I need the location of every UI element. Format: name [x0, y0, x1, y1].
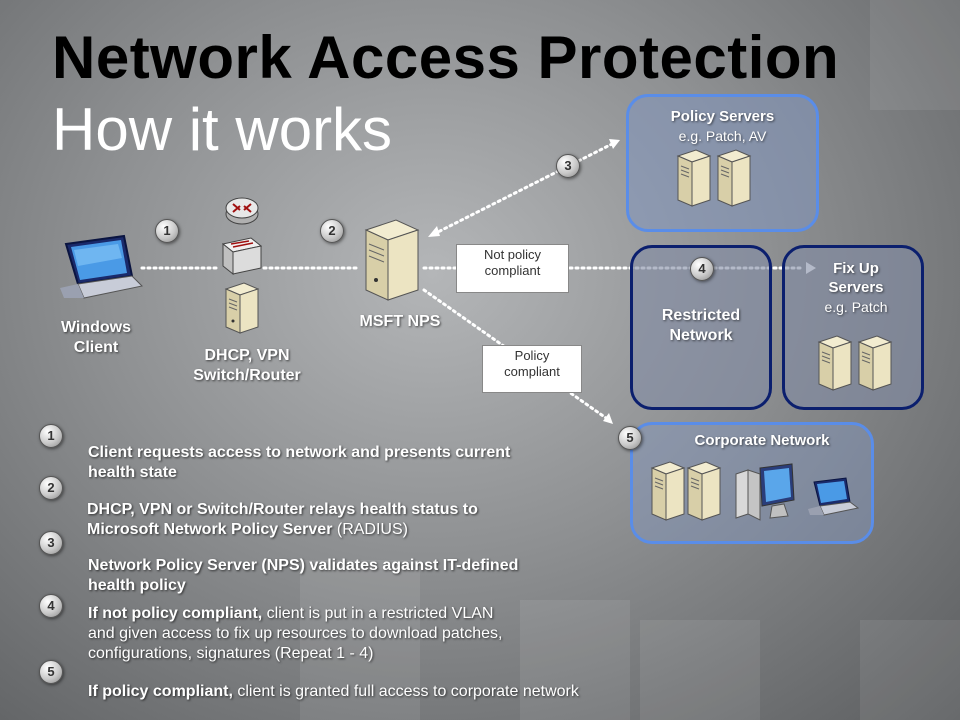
policy-servers-title: Policy Servers [670, 108, 775, 125]
compliant-text: Policy compliant [504, 348, 560, 379]
step-badge: 2 [39, 476, 63, 500]
fixup-servers-sub: e.g. Patch [824, 299, 888, 315]
page-title: Network Access Protection [52, 24, 840, 91]
laptop-icon [60, 234, 144, 299]
arrowhead [603, 413, 613, 424]
client-label: Windows Client [60, 319, 132, 356]
bg-tile [870, 0, 960, 110]
switch-icon [221, 237, 263, 276]
step-3-bold: Network Policy Server (NPS) validates ag… [88, 557, 519, 594]
not-compliant-text: Not policy compliant [483, 247, 542, 278]
router-icon [225, 197, 259, 225]
step-5-bold: If policy compliant, [88, 683, 233, 700]
diagram-step-badge: 4 [690, 257, 714, 281]
laptop-icon [808, 477, 860, 516]
step-badge: 4 [39, 594, 63, 618]
server-icon [364, 219, 420, 301]
bg-tile [520, 600, 630, 720]
step-badge: 5 [39, 660, 63, 684]
not-compliant-label: Not policy compliant [456, 244, 569, 293]
dhcp-label: DHCP, VPN Switch/Router [193, 347, 301, 384]
server-icon [224, 282, 260, 334]
diagram-step-badge: 2 [320, 219, 344, 243]
bg-tile [300, 560, 420, 720]
nps-label: MSFT NPS [359, 313, 441, 330]
restricted-network-title: Restricted Network [661, 307, 741, 344]
server-icon [686, 461, 722, 521]
line-nps-policy [432, 142, 614, 236]
step-1-text: Client requests access to network and pr… [88, 423, 510, 483]
corporate-network-title: Corporate Network [694, 432, 830, 449]
compliant-label: Policy compliant [482, 345, 582, 393]
step-2-bold: DHCP, VPN or Switch/Router relays health… [87, 501, 478, 538]
bg-tile [860, 620, 960, 720]
step-4-bold: If not policy compliant, [88, 605, 263, 622]
step-3-text: Network Policy Server (NPS) validates ag… [88, 536, 518, 596]
step-2-text: DHCP, VPN or Switch/Router relays health… [87, 480, 478, 540]
arrowhead [609, 139, 620, 149]
step-2-rest: (RADIUS) [332, 521, 408, 538]
fixup-servers-title: Fix Up Servers [828, 260, 884, 296]
diagram-step-badge: 1 [155, 219, 179, 243]
desktop-pc-icon [735, 463, 795, 521]
step-1-bold: Client requests access to network and pr… [88, 444, 511, 481]
step-badge: 1 [39, 424, 63, 448]
step-5-text: If policy compliant, client is granted f… [88, 662, 579, 702]
fixup-servers-box [782, 245, 924, 410]
diagram-step-badge: 3 [556, 154, 580, 178]
server-icon [817, 335, 853, 391]
page-subtitle: How it works [52, 96, 393, 163]
step-badge: 3 [39, 531, 63, 555]
server-icon [857, 335, 893, 391]
step-4-text: If not policy compliant, client is put i… [88, 584, 502, 664]
server-icon [716, 149, 752, 207]
policy-servers-sub: e.g. Patch, AV [678, 128, 767, 144]
step-5-rest: client is granted full access to corpora… [232, 683, 579, 700]
arrowhead [428, 226, 440, 237]
diagram-step-badge: 5 [618, 426, 642, 450]
bg-tile [640, 620, 760, 720]
step-4-rest: client is put in a restricted VLAN and g… [88, 605, 503, 662]
server-icon [676, 149, 712, 207]
server-icon [650, 461, 686, 521]
